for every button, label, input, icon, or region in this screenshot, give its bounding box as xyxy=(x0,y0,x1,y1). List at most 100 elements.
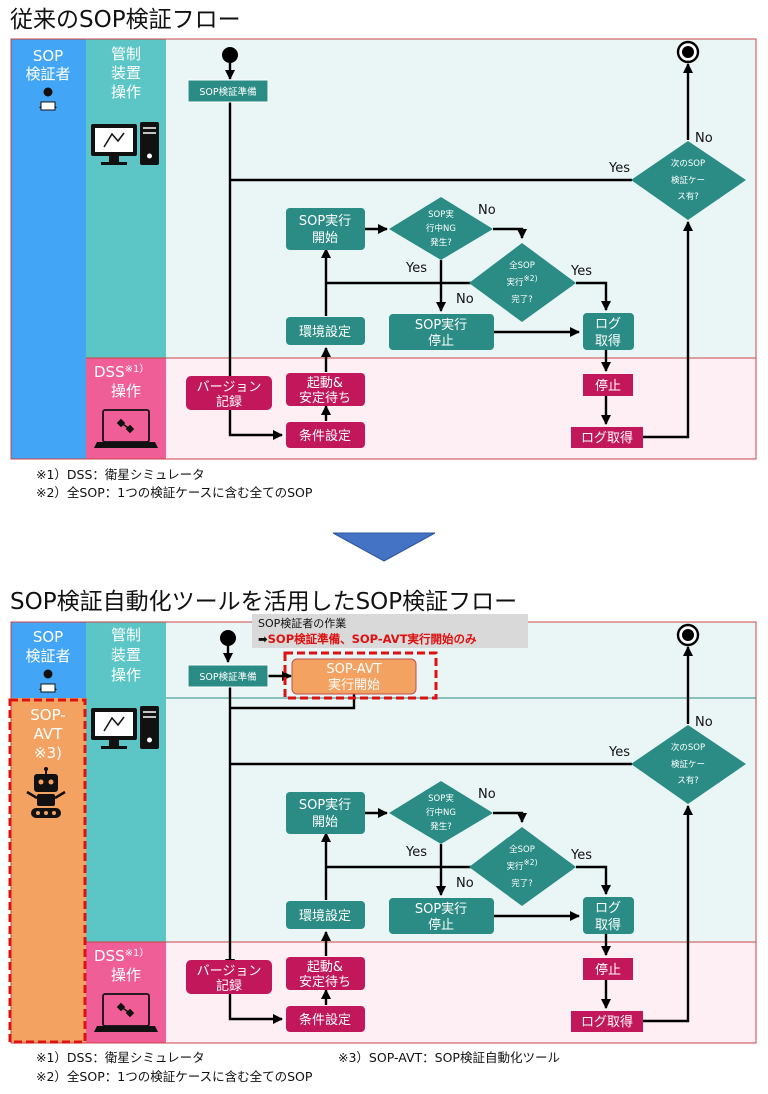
decision-2-all-label-2: 実行※2) xyxy=(507,858,538,872)
edge-version-cond xyxy=(228,410,284,441)
lane-avt-label-2: AVT xyxy=(34,725,64,743)
lane-control-2-label-2: 装置 xyxy=(111,646,141,664)
note-1: ※1）DSS：衛星シミュレータ xyxy=(36,467,205,482)
node-2-log: ログ 取得 xyxy=(583,897,634,934)
node-log-get-label: ログ取得 xyxy=(581,430,633,446)
node-2-stop-label: 停止 xyxy=(595,962,621,978)
node-exec-start-label-2: 開始 xyxy=(312,231,338,246)
node-2-log-label-2: 取得 xyxy=(595,917,621,933)
node-2-cond: 条件設定 xyxy=(286,1006,365,1032)
node-version-label-2: 記録 xyxy=(216,394,242,410)
node-exec-start-label-1: SOP実行 xyxy=(299,213,351,229)
decision-ng: SOP実 行中NG 発生? xyxy=(389,197,493,260)
decision-2-all-label-3: 完了? xyxy=(511,878,533,889)
node-version-label-1: バージョン xyxy=(197,380,262,395)
node-stop-label: 停止 xyxy=(595,378,621,394)
end-node-2-core xyxy=(682,629,694,641)
robot-icon xyxy=(26,767,66,818)
node-prep: SOP検証準備 xyxy=(187,79,269,103)
node-log-get: ログ取得 xyxy=(571,427,643,448)
decision-2-ng: SOP実 行中NG 発生? xyxy=(389,781,493,844)
lane-avt xyxy=(11,698,86,1043)
decision-all: 全SOP 実行※2) 完了? xyxy=(469,243,576,322)
edge-2-version-cond xyxy=(228,994,284,1025)
decision-all-label-2: 実行※2) xyxy=(507,274,538,288)
end-node-core xyxy=(682,46,694,58)
lane-dss-2-label-1: DSS※1） xyxy=(94,947,149,965)
down-arrow-icon xyxy=(332,532,436,562)
callout-line-1: SOP検証者の作業 xyxy=(258,616,346,630)
node-log-label-2: 取得 xyxy=(595,333,621,349)
node-2-boot-label-1: 起動& xyxy=(307,960,343,975)
diagram-1: 従来のSOP検証フロー SOP 検証者 管制 装置 操作 DSS※1） 操作 xyxy=(10,7,757,500)
label-all-yes: Yes xyxy=(570,264,592,279)
node-2-version: バージョン 記録 xyxy=(186,960,272,994)
note-2-1: ※1）DSS：衛星シミュレータ xyxy=(36,1050,205,1065)
node-boot-label-1: 起動& xyxy=(307,376,343,391)
label-2-ng-no: No xyxy=(478,787,496,802)
lane-control-label-3: 操作 xyxy=(111,83,141,101)
node-2-exec-start: SOP実行 開始 xyxy=(286,792,365,834)
node-2-avt-start: SOP-AVT 実行開始 xyxy=(291,658,417,695)
note-2-3: ※3）SOP-AVT：SOP検証自動化ツール xyxy=(338,1050,560,1065)
label-2-ng-yes: Yes xyxy=(405,845,427,860)
decision-2-ng-label-1: SOP実 xyxy=(428,793,454,804)
label-2-next-yes: Yes xyxy=(608,745,630,760)
lane-dss-label-1: DSS※1） xyxy=(94,363,149,381)
node-2-stop-exec: SOP実行 停止 xyxy=(389,898,494,934)
node-cond-label: 条件設定 xyxy=(299,428,351,444)
decision-2-next: 次のSOP 検証ケー ス有? xyxy=(631,725,746,804)
start-node xyxy=(222,47,238,63)
note-2: ※2）全SOP：1つの検証ケースに含む全てのSOP xyxy=(36,485,313,500)
decision-ng-label-2: 行中NG xyxy=(426,223,456,234)
edge-all-yes xyxy=(576,281,612,312)
node-stop-exec: SOP実行 停止 xyxy=(389,314,494,350)
decision-all-label-1: 全SOP xyxy=(509,260,535,271)
node-2-prep: SOP検証準備 xyxy=(187,664,269,688)
node-prep-label: SOP検証準備 xyxy=(199,86,256,98)
node-2-version-label-1: バージョン xyxy=(197,964,262,979)
node-stop-exec-label-2: 停止 xyxy=(428,333,454,349)
node-exec-start: SOP実行 開始 xyxy=(286,208,365,250)
lane-verifier-2-label-1: SOP xyxy=(33,628,63,646)
node-2-prep-label: SOP検証準備 xyxy=(199,671,256,683)
computer-monitor-tower-icon xyxy=(91,122,159,165)
person-laptop-icon xyxy=(39,87,57,111)
node-cond: 条件設定 xyxy=(286,422,365,448)
decision-all-label-3: 完了? xyxy=(511,294,533,305)
callout-line-2: ➡SOP検証準備、SOP-AVT実行開始のみ xyxy=(258,632,477,646)
lane-control-2 xyxy=(86,622,166,942)
node-boot-label-2: 安定待ち xyxy=(299,391,351,406)
label-next-yes: Yes xyxy=(608,161,630,176)
callout-verifier-work: SOP検証者の作業 ➡SOP検証準備、SOP-AVT実行開始のみ xyxy=(252,614,528,648)
diagram-2: SOP検証自動化ツールを活用したSOP検証フロー SOP 検証者 管制 装置 操… xyxy=(8,589,757,1084)
lane-control-2-label-3: 操作 xyxy=(111,666,141,684)
node-2-env-label: 環境設定 xyxy=(299,908,351,924)
node-2-stop: 停止 xyxy=(583,958,633,980)
diagram-2-title: SOP検証自動化ツールを活用したSOP検証フロー xyxy=(10,589,517,615)
diagram-1-title: 従来のSOP検証フロー xyxy=(10,7,241,33)
lane-control-label-1: 管制 xyxy=(111,45,141,63)
node-2-log-label-1: ログ xyxy=(595,901,621,916)
node-2-version-label-2: 記録 xyxy=(216,978,242,994)
node-2-log-get: ログ取得 xyxy=(571,1011,643,1032)
node-env: 環境設定 xyxy=(286,317,365,345)
node-2-avt-start-label-1: SOP-AVT xyxy=(326,662,381,677)
decision-next: 次のSOP 検証ケー ス有? xyxy=(631,141,746,220)
decision-next-label-1: 次のSOP xyxy=(671,158,705,169)
lane-control xyxy=(86,39,166,358)
decision-ng-label-3: 発生? xyxy=(430,237,452,248)
lane-dss-label-2: 操作 xyxy=(111,382,141,400)
note-2-2: ※2）全SOP：1つの検証ケースに含む全てのSOP xyxy=(36,1069,313,1084)
node-2-cond-label: 条件設定 xyxy=(299,1012,351,1028)
edge-2-ng-no xyxy=(493,811,528,824)
decision-2-next-label-2: 検証ケー xyxy=(671,759,705,770)
label-2-all-no: No xyxy=(456,876,474,891)
decision-2-all-label-1: 全SOP xyxy=(509,844,535,855)
avt-lane-highlight xyxy=(8,698,87,1044)
start-node-2 xyxy=(220,630,236,646)
label-ng-yes: Yes xyxy=(405,261,427,276)
node-2-stop-exec-label-2: 停止 xyxy=(428,917,454,933)
laptop-satellite-icon xyxy=(94,993,158,1032)
